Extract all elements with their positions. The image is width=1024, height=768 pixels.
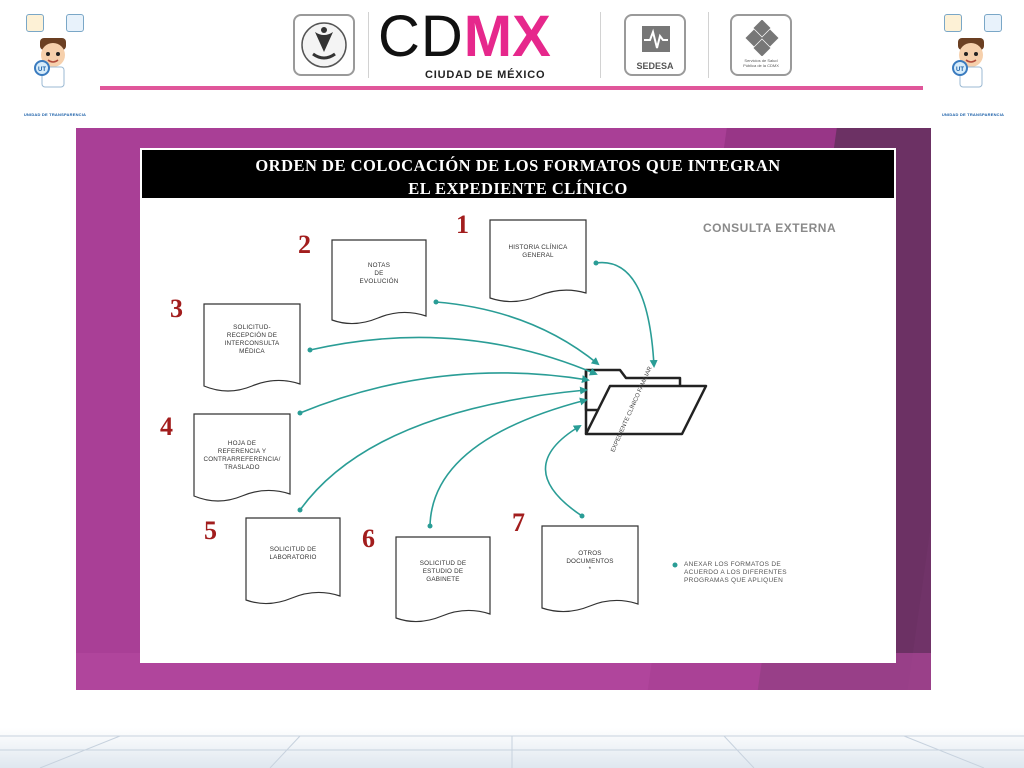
arrow-5-dot [297,507,303,513]
diagram-canvas: ORDEN DE COLOCACIÓN DE LOS FORMATOS QUE … [140,148,896,663]
title-line-1: ORDEN DE COLOCACIÓN DE LOS FORMATOS QUE … [255,156,781,175]
doctor-mascot-icon: UT [952,38,984,88]
diamond-cluster-icon [745,20,779,56]
arrow-6-dot [427,523,433,529]
note-bullet-icon [672,562,678,568]
diagram-title: ORDEN DE COLOCACIÓN DE LOS FORMATOS QUE … [140,148,896,200]
document-5-shape [245,517,341,605]
cdmx-mx-text: MX [463,4,551,69]
diagram-svg: EXPEDIENTE CLÍNICO FAMILIAR [193,219,708,623]
ut-badge-text: UT [38,67,46,73]
mini-logo-icon [26,14,44,32]
step-number-6: 6 [362,524,375,553]
arrow-3 [309,336,598,376]
mini-logo-icon [66,14,84,32]
ut-badge-left: UT UNIDAD DE TRANSPARENCIA [10,8,100,118]
mini-logo-icon [944,14,962,32]
cdmx-cd-text: CD [378,4,464,69]
footer-floor-graphic [0,728,1024,768]
eagle-emblem-icon [301,22,347,68]
cdmx-logo: CDMX [378,8,551,66]
step-number-5: 5 [204,516,217,545]
arrow-5 [299,386,588,511]
document-6-shape [395,536,491,623]
consulta-label: CONSULTA EXTERNA [703,221,837,235]
note-text: ANEXAR LOS FORMATOS DE ACUERDO A LOS DIF… [684,561,787,584]
slide-panel: ORDEN DE COLOCACIÓN DE LOS FORMATOS QUE … [76,128,931,690]
servicios-label: Servicios de Salud Pública de la CDMX [743,58,779,68]
arrow-1-dot [593,260,599,266]
page-header: UT UNIDAD DE TRANSPARENCIA UT UNIDAD DE … [0,0,1024,120]
divider [600,12,601,78]
doctor-mascot-icon: UT [34,38,66,88]
title-line-2: EL EXPEDIENTE CLÍNICO [408,179,628,198]
arrow-7 [544,424,583,517]
divider [708,12,709,78]
arrow-1 [595,261,658,368]
sedesa-label: SEDESA [636,61,674,71]
ciudad-label: CIUDAD DE MÉXICO [425,69,546,81]
document-1-shape [489,219,587,303]
arrow-4 [299,372,590,414]
folder-icon [584,368,708,436]
servicios-salud-logo: Servicios de Salud Pública de la CDMX [730,14,792,76]
arrow-7-dot [579,513,585,519]
ut-caption: UNIDAD DE TRANSPARENCIA [23,112,87,117]
arrow-6 [429,397,588,527]
document-4-shape [193,413,291,502]
arrow-3-dot [307,347,313,353]
arrow-4-dot [297,410,303,416]
step-number-2: 2 [298,230,311,259]
document-3-shape [203,303,301,392]
step-number-7: 7 [512,508,525,537]
arrow-2 [435,301,600,366]
header-rule [100,86,923,90]
sedesa-logo: SEDESA [624,14,686,76]
arrow-2-dot [433,299,439,305]
ut-badge-right: UT UNIDAD DE TRANSPARENCIA [928,8,1018,118]
heartbeat-icon [642,26,670,52]
divider [368,12,369,78]
step-number-3: 3 [170,294,183,323]
step-number-4: 4 [160,412,173,441]
document-2-shape [331,239,427,325]
mini-logo-icon [984,14,1002,32]
document-7-shape [541,525,639,613]
ut-badge-text: UT [956,67,964,73]
ut-caption: UNIDAD DE TRANSPARENCIA [941,112,1005,117]
step-number-1: 1 [456,210,469,239]
government-emblem-logo [293,14,355,76]
